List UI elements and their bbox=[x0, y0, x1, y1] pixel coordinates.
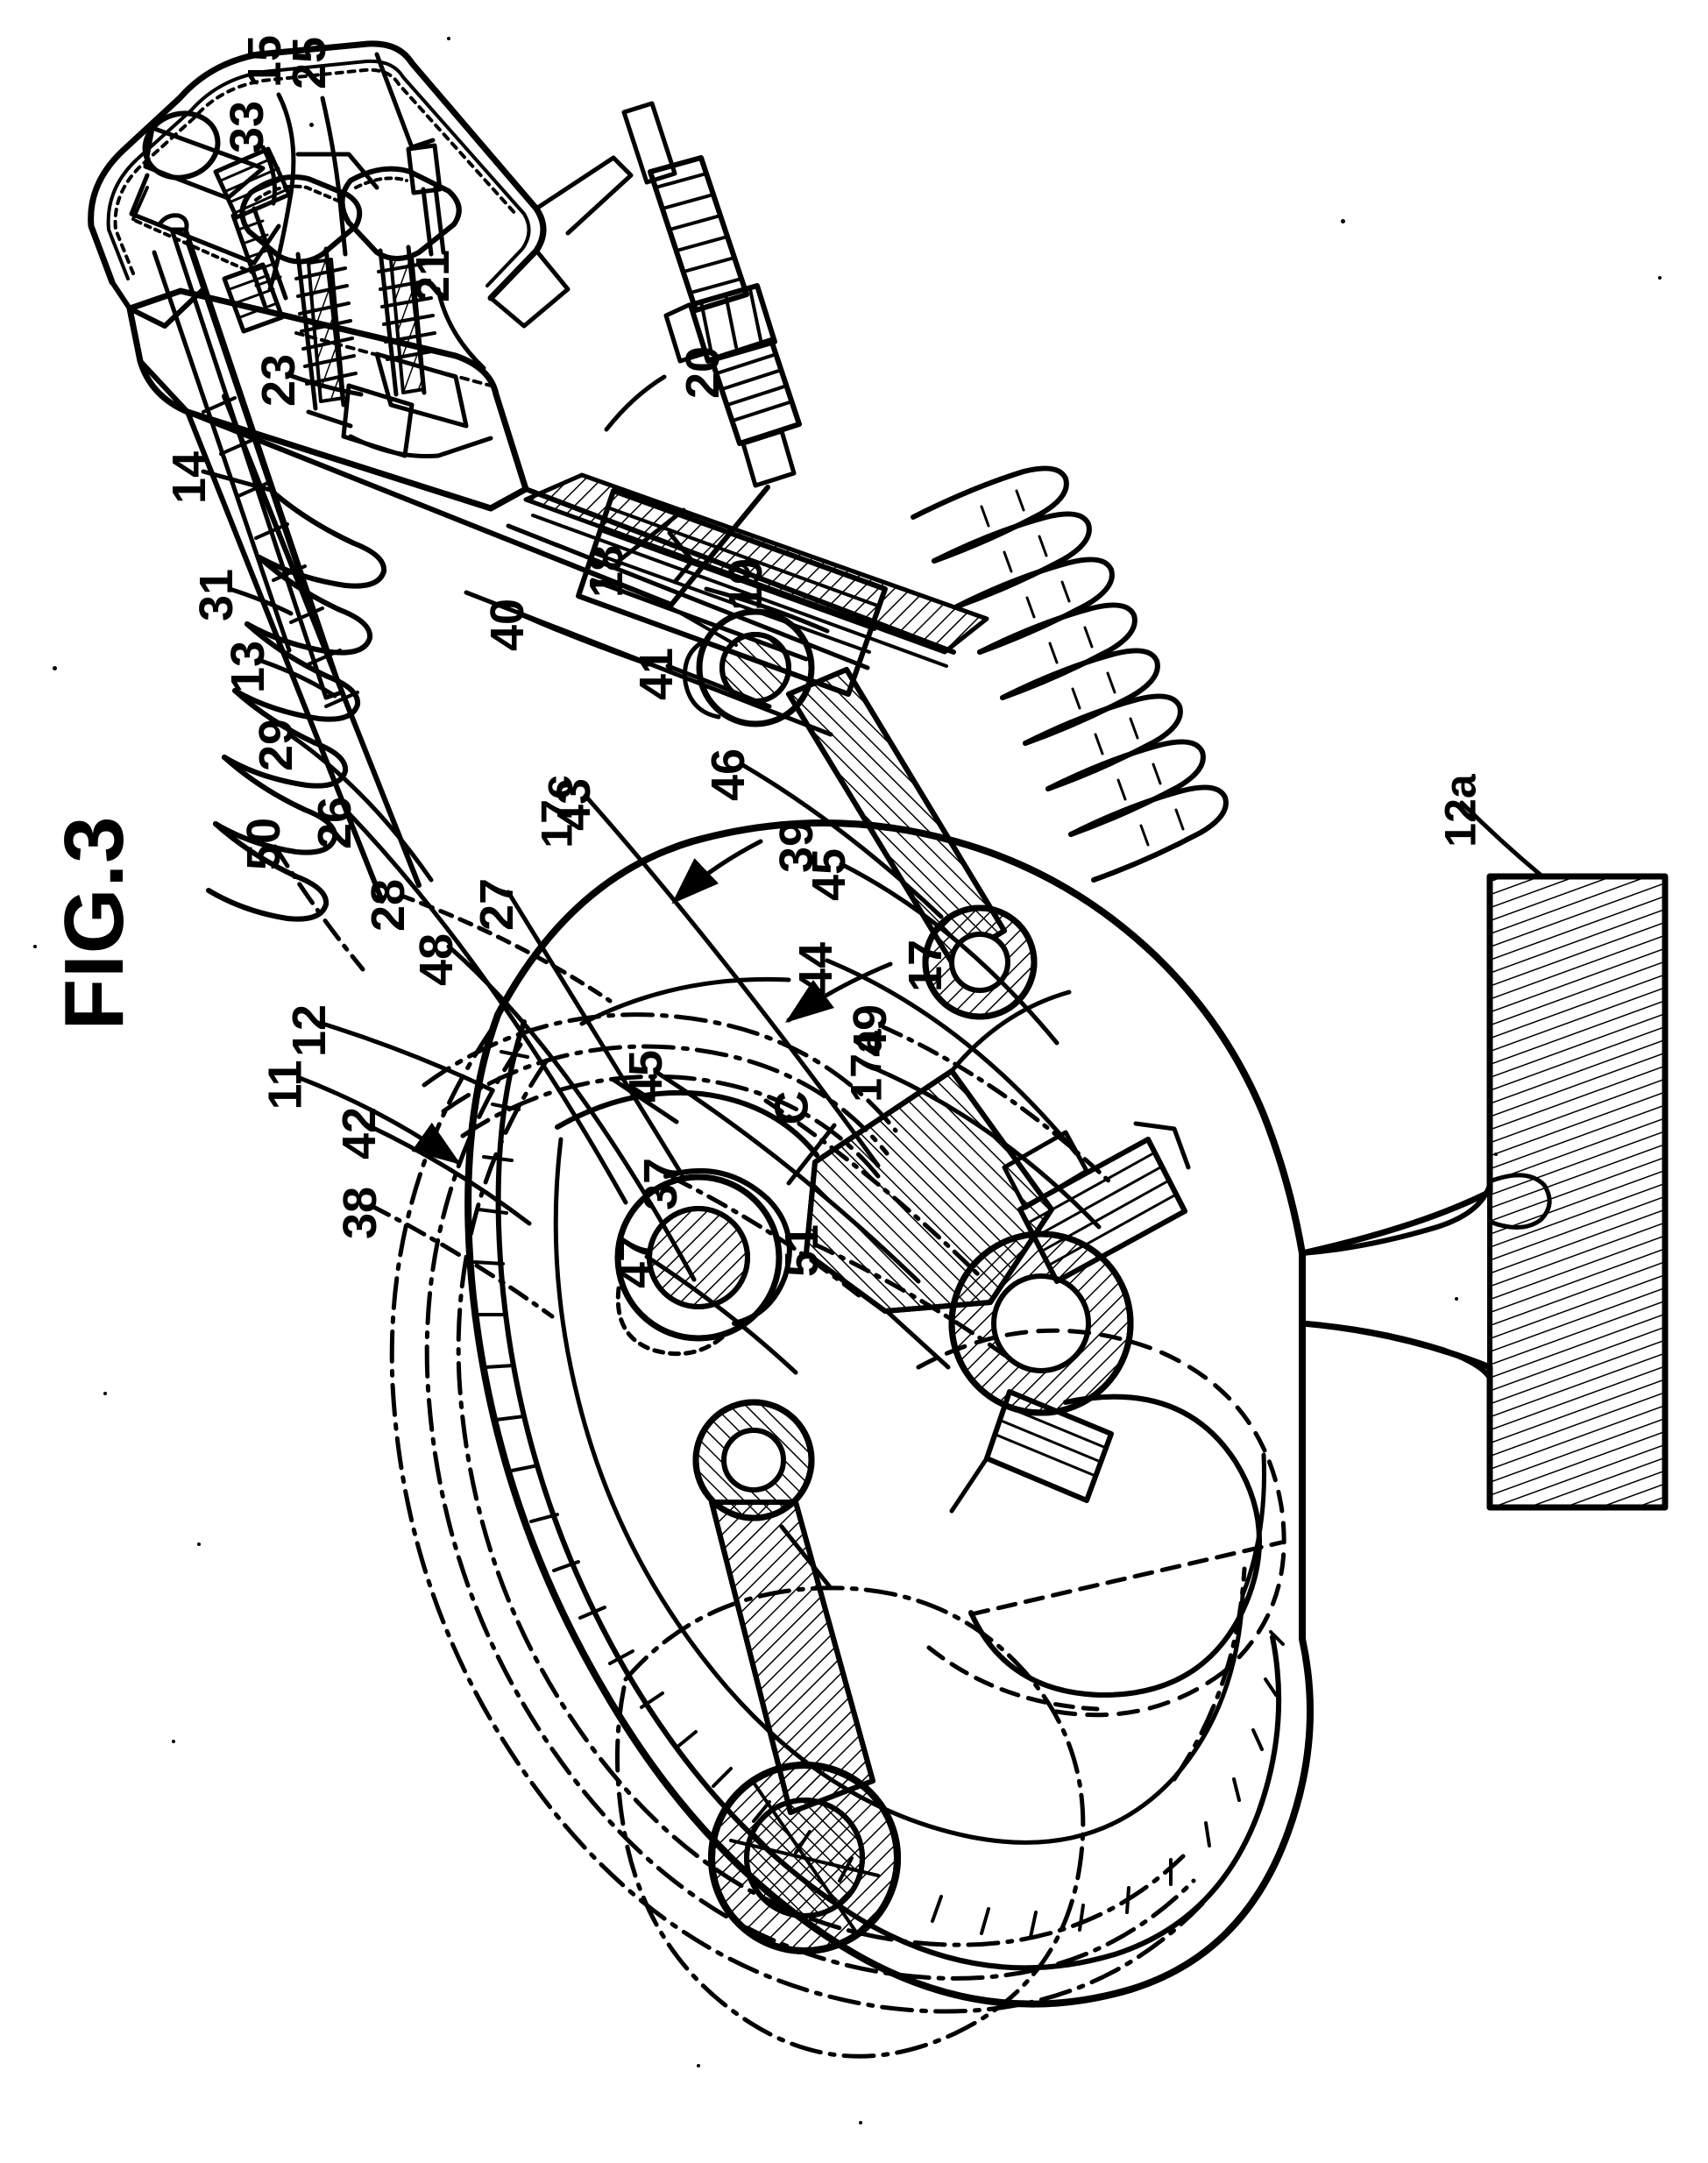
reference-numeral-38: 38 bbox=[334, 1186, 387, 1240]
reference-numeral-51: 51 bbox=[776, 1223, 829, 1278]
reference-numeral-45: 45 bbox=[803, 847, 856, 902]
reference-numeral-31: 31 bbox=[190, 568, 244, 622]
reference-numeral-28: 28 bbox=[362, 878, 415, 933]
reference-numeral-44: 44 bbox=[790, 941, 843, 996]
reference-numeral-14: 14 bbox=[163, 450, 216, 505]
reference-numeral-50: 50 bbox=[237, 817, 291, 871]
figure-title: FIG.3 bbox=[47, 815, 141, 1031]
reference-numeral-18: 18 bbox=[580, 544, 634, 599]
reference-numeral-26: 26 bbox=[308, 796, 362, 850]
reference-numeral-19: 19 bbox=[719, 557, 773, 612]
reference-numeral-c: C bbox=[765, 1090, 819, 1125]
reference-numeral-47: 47 bbox=[609, 1235, 663, 1289]
reference-numeral-46: 46 bbox=[702, 748, 755, 802]
reference-numeral-12a: 12a bbox=[1435, 774, 1485, 847]
reference-numeral-41: 41 bbox=[630, 647, 684, 701]
reference-numeral-33: 33 bbox=[221, 100, 274, 154]
reference-numeral-13: 13 bbox=[222, 640, 275, 694]
reference-numeral-15: 15 bbox=[238, 34, 292, 89]
reference-numeral-12: 12 bbox=[283, 1003, 337, 1058]
reference-numeral-11: 11 bbox=[259, 1060, 312, 1110]
reference-numeral-25: 25 bbox=[283, 36, 337, 90]
reference-numeral-42: 42 bbox=[333, 1106, 386, 1160]
reference-numeral-48: 48 bbox=[410, 933, 464, 987]
reference-numeral-40: 40 bbox=[481, 598, 535, 652]
reference-numeral-29: 29 bbox=[250, 718, 303, 772]
reference-numeral-37: 37 bbox=[634, 1157, 688, 1211]
reference-numeral-43: 43 bbox=[548, 777, 601, 832]
reference-numeral-17: 17 bbox=[899, 939, 953, 993]
reference-numeral-20: 20 bbox=[677, 345, 730, 400]
reference-numeral-21: 21 bbox=[407, 249, 460, 303]
reference-numeral-45: 45 bbox=[620, 1049, 673, 1103]
reference-numeral-17a: 17a bbox=[841, 1029, 891, 1103]
reference-numeral-27: 27 bbox=[471, 877, 524, 932]
reference-numeral-23: 23 bbox=[252, 353, 306, 408]
